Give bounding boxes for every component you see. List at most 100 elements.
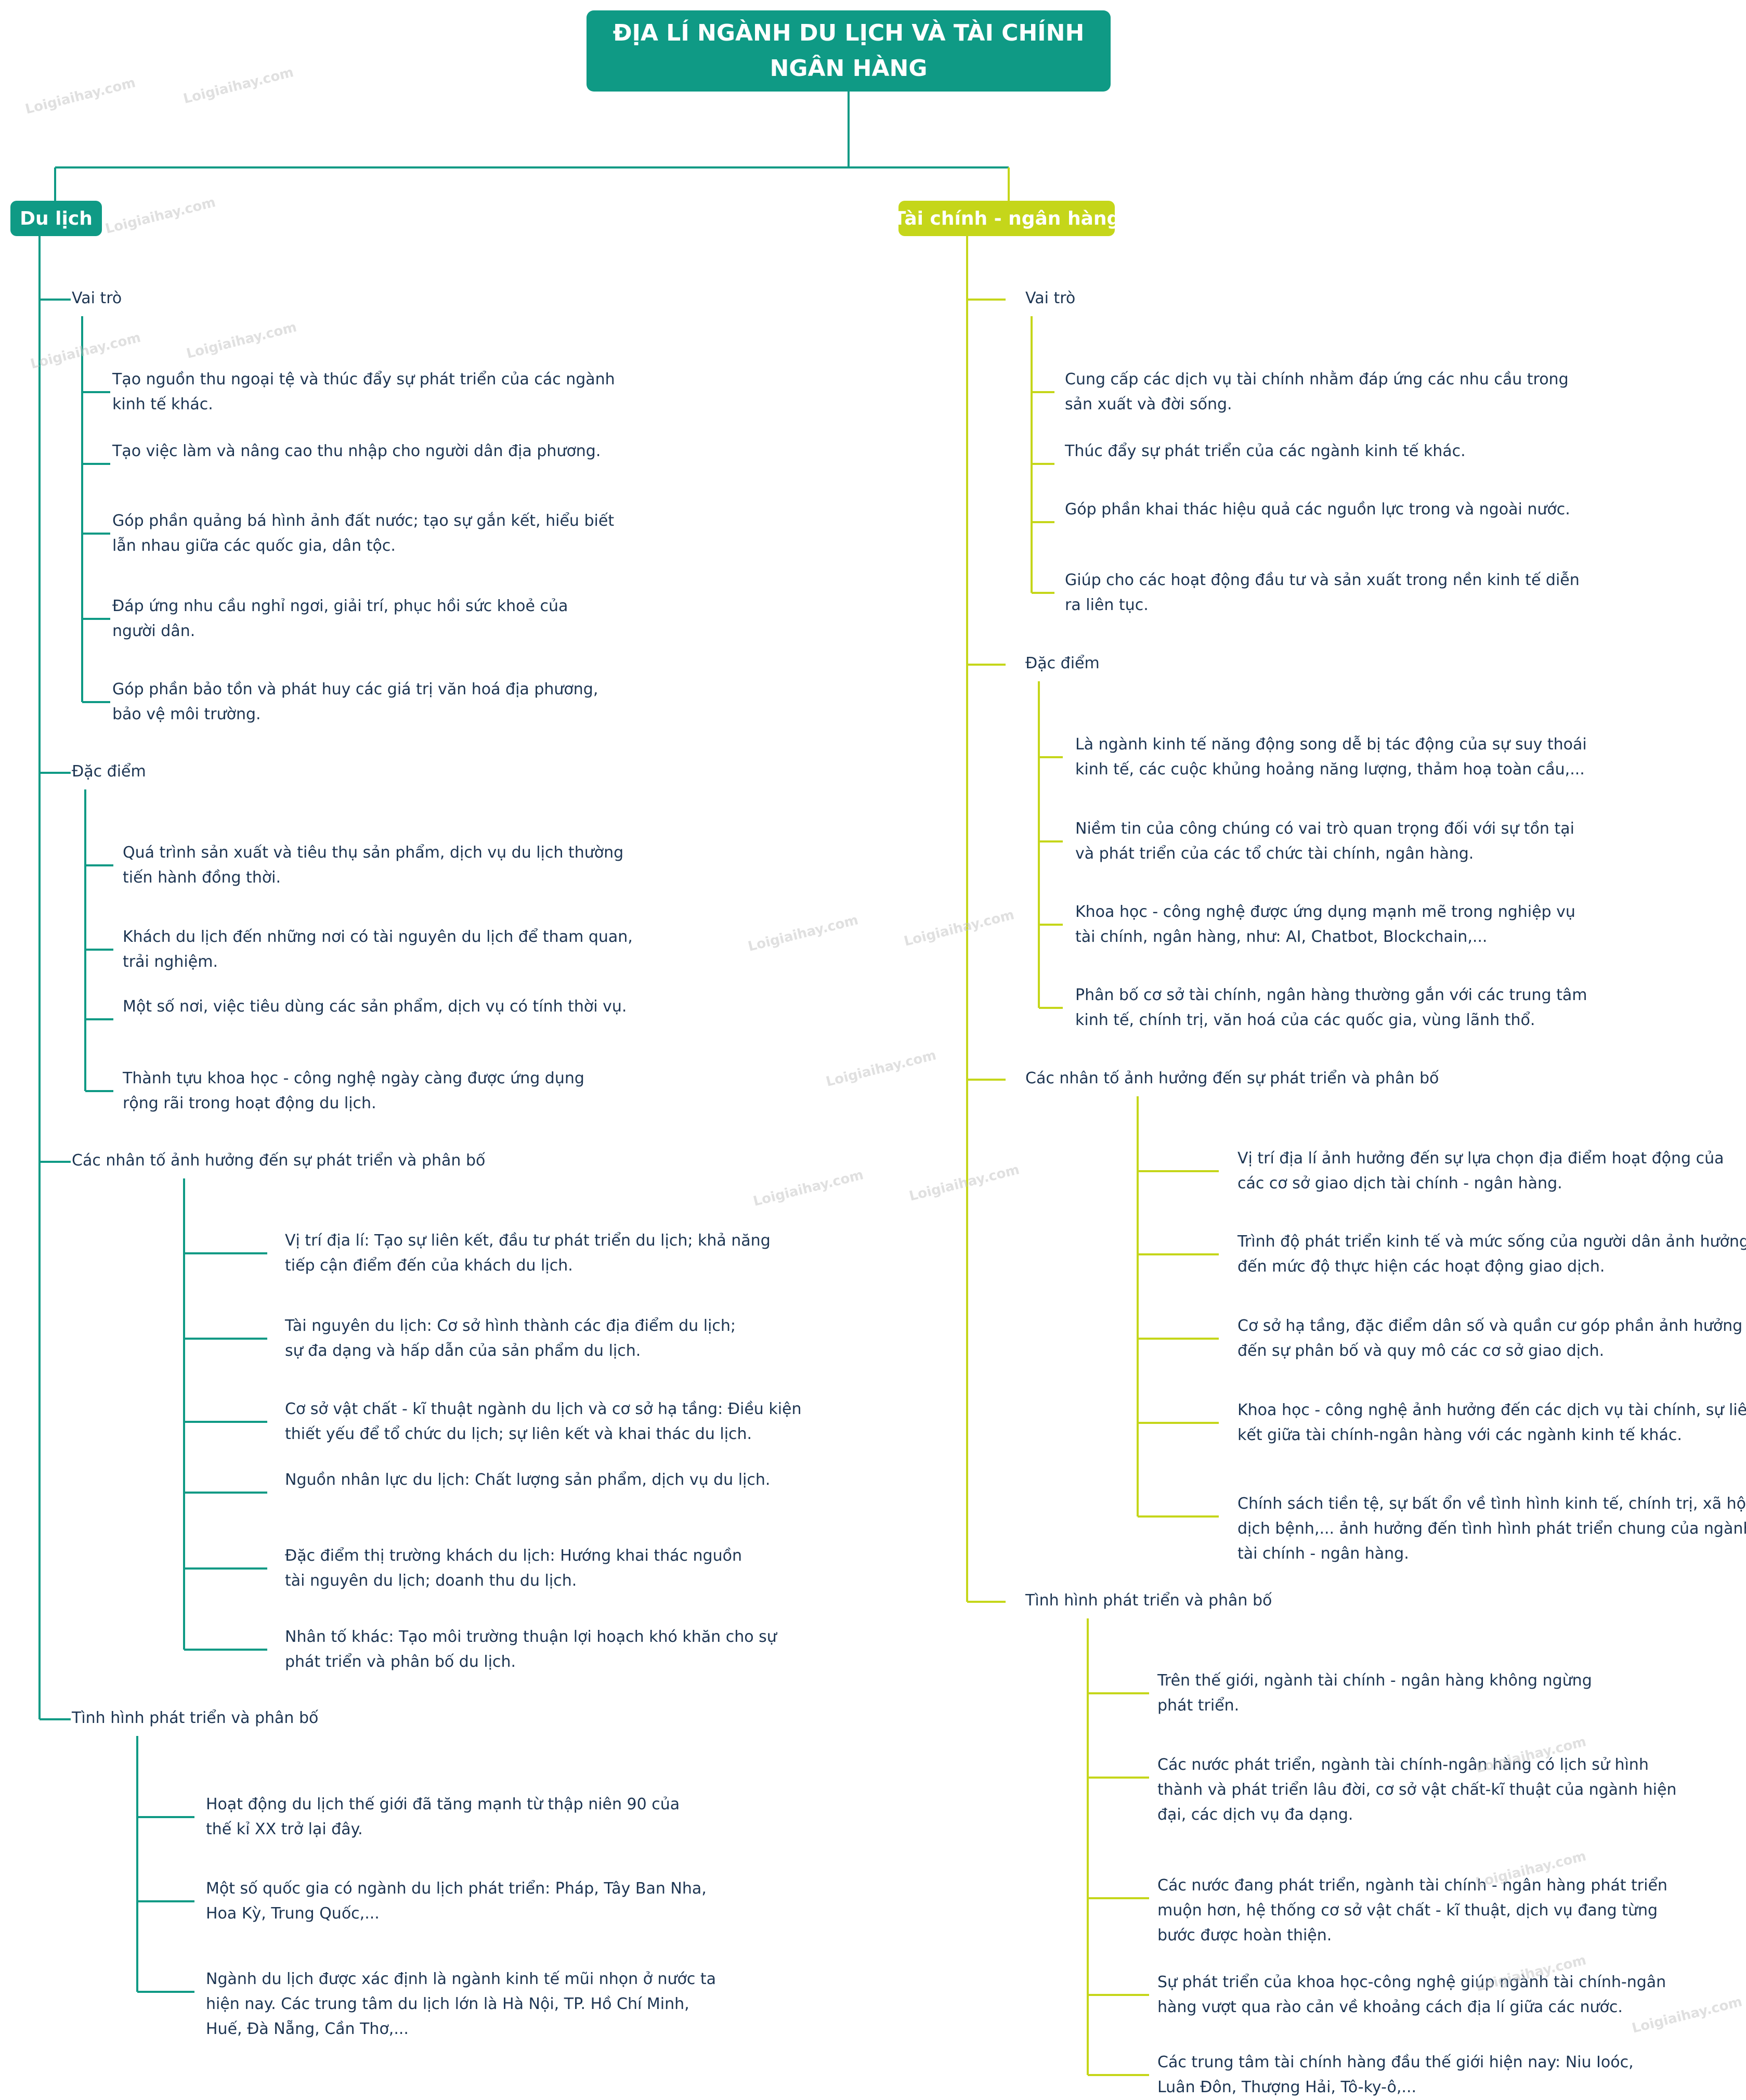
left-vai-tro-item[interactable]: Đáp ứng nhu cầu nghỉ ngơi, giải trí, phụ… [112,594,568,644]
central-topic[interactable]: ĐỊA LÍ NGÀNH DU LỊCH VÀ TÀI CHÍNH NGÂN H… [587,10,1111,92]
right-tinh-hinh-phat-trien-va-phan-bo-item[interactable]: Các nước phát triển, ngành tài chính-ngâ… [1157,1753,1676,1827]
item-text-line: bảo vệ môi trường. [112,705,261,723]
item-text-line: Cung cấp các dịch vụ tài chính nhằm đáp … [1065,370,1569,388]
left-section-tinh-hinh-phat-trien-va-phan-bo[interactable]: Tình hình phát triển và phân bố [72,1709,319,1727]
item-text-line: Các nước phát triển, ngành tài chính-ngâ… [1157,1756,1649,1774]
right-vai-tro-item[interactable]: Góp phần khai thác hiệu quả các nguồn lự… [1065,497,1570,522]
right-tinh-hinh-phat-trien-va-phan-bo-item[interactable]: Các nước đang phát triển, ngành tài chín… [1157,1873,1667,1948]
item-text-line: Là ngành kinh tế năng động song dễ bị tá… [1075,735,1587,754]
item-text-line: Vị trí địa lí ảnh hưởng đến sự lựa chọn … [1237,1149,1724,1168]
right-cac-nhan-to-anh-huong-den-su-phat-trien-va-phan-bo-item[interactable]: Vị trí địa lí ảnh hưởng đến sự lựa chọn … [1237,1146,1724,1196]
right-dac-diem-item[interactable]: Khoa học - công nghệ được ứng dụng mạnh … [1075,900,1575,950]
item-text-line: Ngành du lịch được xác định là ngành kin… [206,1970,716,1988]
left-vai-tro-item[interactable]: Góp phần quảng bá hình ảnh đất nước; tạo… [112,509,614,559]
item-text-line: bước được hoàn thiện. [1157,1926,1332,1945]
right-cac-nhan-to-anh-huong-den-su-phat-trien-va-phan-bo-item[interactable]: Cơ sở hạ tầng, đặc điểm dân số và quần c… [1237,1314,1742,1364]
left-section-vai-tro[interactable]: Vai trò [72,289,122,307]
item-text-line: kết giữa tài chính-ngân hàng với các ngà… [1237,1426,1682,1444]
item-text-line: kinh tế, các cuộc khủng hoảng năng lượng… [1075,760,1585,779]
left-cac-nhan-to-anh-huong-den-su-phat-trien-va-phan-bo-item[interactable]: Vị trí địa lí: Tạo sự liên kết, đầu tư p… [285,1228,771,1278]
item-text-line: Giúp cho các hoạt động đầu tư và sản xuấ… [1065,571,1580,589]
right-vai-tro-item[interactable]: Thúc đẩy sự phát triển của các ngành kin… [1065,439,1466,464]
item-text-line: Các nước đang phát triển, ngành tài chín… [1157,1876,1667,1895]
branch-du-lich[interactable]: Du lịch [10,201,102,236]
right-tinh-hinh-phat-trien-va-phan-bo-item[interactable]: Trên thế giới, ngành tài chính - ngân hà… [1157,1668,1592,1718]
left-section-cac-nhan-to-anh-huong-den-su-phat-trien-va-phan-bo[interactable]: Các nhân tố ảnh hưởng đến sự phát triển … [72,1151,486,1170]
right-section-vai-tro[interactable]: Vai trò [1025,289,1076,307]
item-text-line: hiện nay. Các trung tâm du lịch lớn là H… [206,1995,689,2013]
central-topic-line-1: ĐỊA LÍ NGÀNH DU LỊCH VÀ TÀI CHÍNH [613,20,1085,46]
left-cac-nhan-to-anh-huong-den-su-phat-trien-va-phan-bo-item[interactable]: Tài nguyên du lịch: Cơ sở hình thành các… [285,1314,736,1364]
item-text-line: ra liên tục. [1065,596,1149,614]
right-cac-nhan-to-anh-huong-den-su-phat-trien-va-phan-bo-item[interactable]: Trình độ phát triển kinh tế và mức sống … [1237,1229,1746,1279]
item-text-line: Vị trí địa lí: Tạo sự liên kết, đầu tư p… [285,1232,771,1250]
right-cac-nhan-to-anh-huong-den-su-phat-trien-va-phan-bo-item[interactable]: Khoa học - công nghệ ảnh hưởng đến các d… [1237,1398,1746,1448]
item-text-line: sự đa dạng và hấp dẫn của sản phẩm du lị… [285,1342,641,1360]
item-text-line: hàng vượt qua rào cản về khoảng cách địa… [1157,1998,1623,2016]
item-text-line: Đặc điểm thị trường khách du lịch: Hướng… [285,1547,742,1565]
item-text-line: tài nguyên du lịch; doanh thu du lịch. [285,1572,577,1590]
item-text-line: Góp phần khai thác hiệu quả các nguồn lự… [1065,500,1570,518]
item-text-line: Hoa Kỳ, Trung Quốc,... [206,1904,380,1923]
item-text-line: trải nghiệm. [123,953,218,971]
item-text-line: Thúc đẩy sự phát triển của các ngành kin… [1065,442,1466,460]
branch-tai-chinh-ngan-hang[interactable]: Tài chính - ngân hàng [893,201,1120,236]
item-text-line: tiếp cận điểm đến của khách du lịch. [285,1256,573,1275]
left-tinh-hinh-phat-trien-va-phan-bo-item[interactable]: Ngành du lịch được xác định là ngành kin… [206,1967,716,2042]
right-section-dac-diem[interactable]: Đặc điểm [1025,654,1100,672]
item-text-line: Tạo nguồn thu ngoại tệ và thúc đẩy sự ph… [112,370,615,388]
item-text-line: phát triển. [1157,1696,1240,1715]
item-text-line: Quá trình sản xuất và tiêu thụ sản phẩm,… [123,844,624,862]
item-text-line: kinh tế khác. [112,395,213,413]
item-text-line: Góp phần bảo tồn và phát huy các giá trị… [112,680,598,698]
left-dac-diem-item[interactable]: Thành tựu khoa học - công nghệ ngày càng… [123,1066,584,1116]
item-text-line: Khoa học - công nghệ được ứng dụng mạnh … [1075,903,1575,921]
left-vai-tro-item[interactable]: Tạo việc làm và nâng cao thu nhập cho ng… [112,439,601,464]
item-text-line: Một số nơi, việc tiêu dùng các sản phẩm,… [123,997,627,1016]
right-section-cac-nhan-to-anh-huong-den-su-phat-trien-va-phan-bo[interactable]: Các nhân tố ảnh hưởng đến sự phát triển … [1025,1069,1439,1087]
left-vai-tro-item[interactable]: Tạo nguồn thu ngoại tệ và thúc đẩy sự ph… [112,367,615,417]
left-dac-diem-item[interactable]: Khách du lịch đến những nơi có tài nguyê… [123,925,633,975]
item-text-line: Trình độ phát triển kinh tế và mức sống … [1237,1233,1746,1251]
item-text-line: Nguồn nhân lực du lịch: Chất lượng sản p… [285,1471,771,1489]
item-text-line: phát triển và phân bố du lịch. [285,1653,516,1671]
item-text-line: sản xuất và đời sống. [1065,395,1232,413]
left-tinh-hinh-phat-trien-va-phan-bo-item[interactable]: Hoạt động du lịch thế giới đã tăng mạnh … [206,1792,680,1842]
left-cac-nhan-to-anh-huong-den-su-phat-trien-va-phan-bo-item[interactable]: Cơ sở vật chất - kĩ thuật ngành du lịch … [285,1397,802,1447]
item-text-line: Tạo việc làm và nâng cao thu nhập cho ng… [112,442,601,460]
item-text-line: tiến hành đồng thời. [123,868,281,887]
right-vai-tro-item[interactable]: Cung cấp các dịch vụ tài chính nhằm đáp … [1065,367,1569,417]
right-dac-diem-item[interactable]: Là ngành kinh tế năng động song dễ bị tá… [1075,732,1587,782]
item-text-line: Luân Đôn, Thượng Hải, Tô-ky-ô,... [1157,2078,1417,2096]
item-text-line: Phân bố cơ sở tài chính, ngân hàng thườn… [1075,986,1587,1004]
right-section-tinh-hinh-phat-trien-va-phan-bo[interactable]: Tình hình phát triển và phân bố [1025,1591,1272,1610]
right-cac-nhan-to-anh-huong-den-su-phat-trien-va-phan-bo-item[interactable]: Chính sách tiền tệ, sự bất ổn về tình hì… [1237,1492,1746,1566]
right-tinh-hinh-phat-trien-va-phan-bo-item[interactable]: Sự phát triển của khoa học-công nghệ giú… [1157,1970,1666,2020]
item-text-line: Sự phát triển của khoa học-công nghệ giú… [1157,1973,1666,1991]
item-text-line: người dân. [112,622,196,640]
item-text-line: Góp phần quảng bá hình ảnh đất nước; tạo… [112,512,615,530]
right-vai-tro-item[interactable]: Giúp cho các hoạt động đầu tư và sản xuấ… [1065,568,1580,618]
item-text-line: lẫn nhau giữa các quốc gia, dân tộc. [112,537,396,555]
item-text-line: Thành tựu khoa học - công nghệ ngày càng… [123,1069,584,1087]
right-dac-diem-item[interactable]: Niềm tin của công chúng có vai trò quan … [1075,816,1574,866]
left-cac-nhan-to-anh-huong-den-su-phat-trien-va-phan-bo-item[interactable]: Nguồn nhân lực du lịch: Chất lượng sản p… [285,1468,770,1493]
right-dac-diem-item[interactable]: Phân bố cơ sở tài chính, ngân hàng thườn… [1075,983,1587,1033]
left-dac-diem-item[interactable]: Quá trình sản xuất và tiêu thụ sản phẩm,… [123,840,623,890]
right-tinh-hinh-phat-trien-va-phan-bo-item[interactable]: Các trung tâm tài chính hàng đầu thế giớ… [1157,2050,1634,2100]
left-tinh-hinh-phat-trien-va-phan-bo-item[interactable]: Một số quốc gia có ngành du lịch phát tr… [206,1876,707,1926]
item-text-line: các cơ sở giao dịch tài chính - ngân hàn… [1237,1174,1562,1192]
central-topic-line-2: NGÂN HÀNG [770,55,928,82]
left-dac-diem-item[interactable]: Một số nơi, việc tiêu dùng các sản phẩm,… [123,994,627,1019]
item-text-line: tài chính - ngân hàng. [1237,1545,1409,1563]
item-text-line: Tài nguyên du lịch: Cơ sở hình thành các… [285,1317,736,1335]
left-cac-nhan-to-anh-huong-den-su-phat-trien-va-phan-bo-item[interactable]: Nhân tố khác: Tạo môi trường thuận lợi h… [285,1625,777,1675]
left-vai-tro-item[interactable]: Góp phần bảo tồn và phát huy các giá trị… [112,677,598,727]
item-text-line: đại, các dịch vụ đa dạng. [1157,1806,1353,1824]
item-text-line: kinh tế, chính trị, văn hoá của các quốc… [1075,1011,1535,1029]
item-text-line: thành và phát triển lâu đời, cơ sở vật c… [1157,1781,1677,1799]
item-text-line: Nhân tố khác: Tạo môi trường thuận lợi h… [285,1628,777,1646]
left-section-dac-diem[interactable]: Đặc điểm [72,762,146,781]
left-cac-nhan-to-anh-huong-den-su-phat-trien-va-phan-bo-item[interactable]: Đặc điểm thị trường khách du lịch: Hướng… [285,1544,742,1593]
